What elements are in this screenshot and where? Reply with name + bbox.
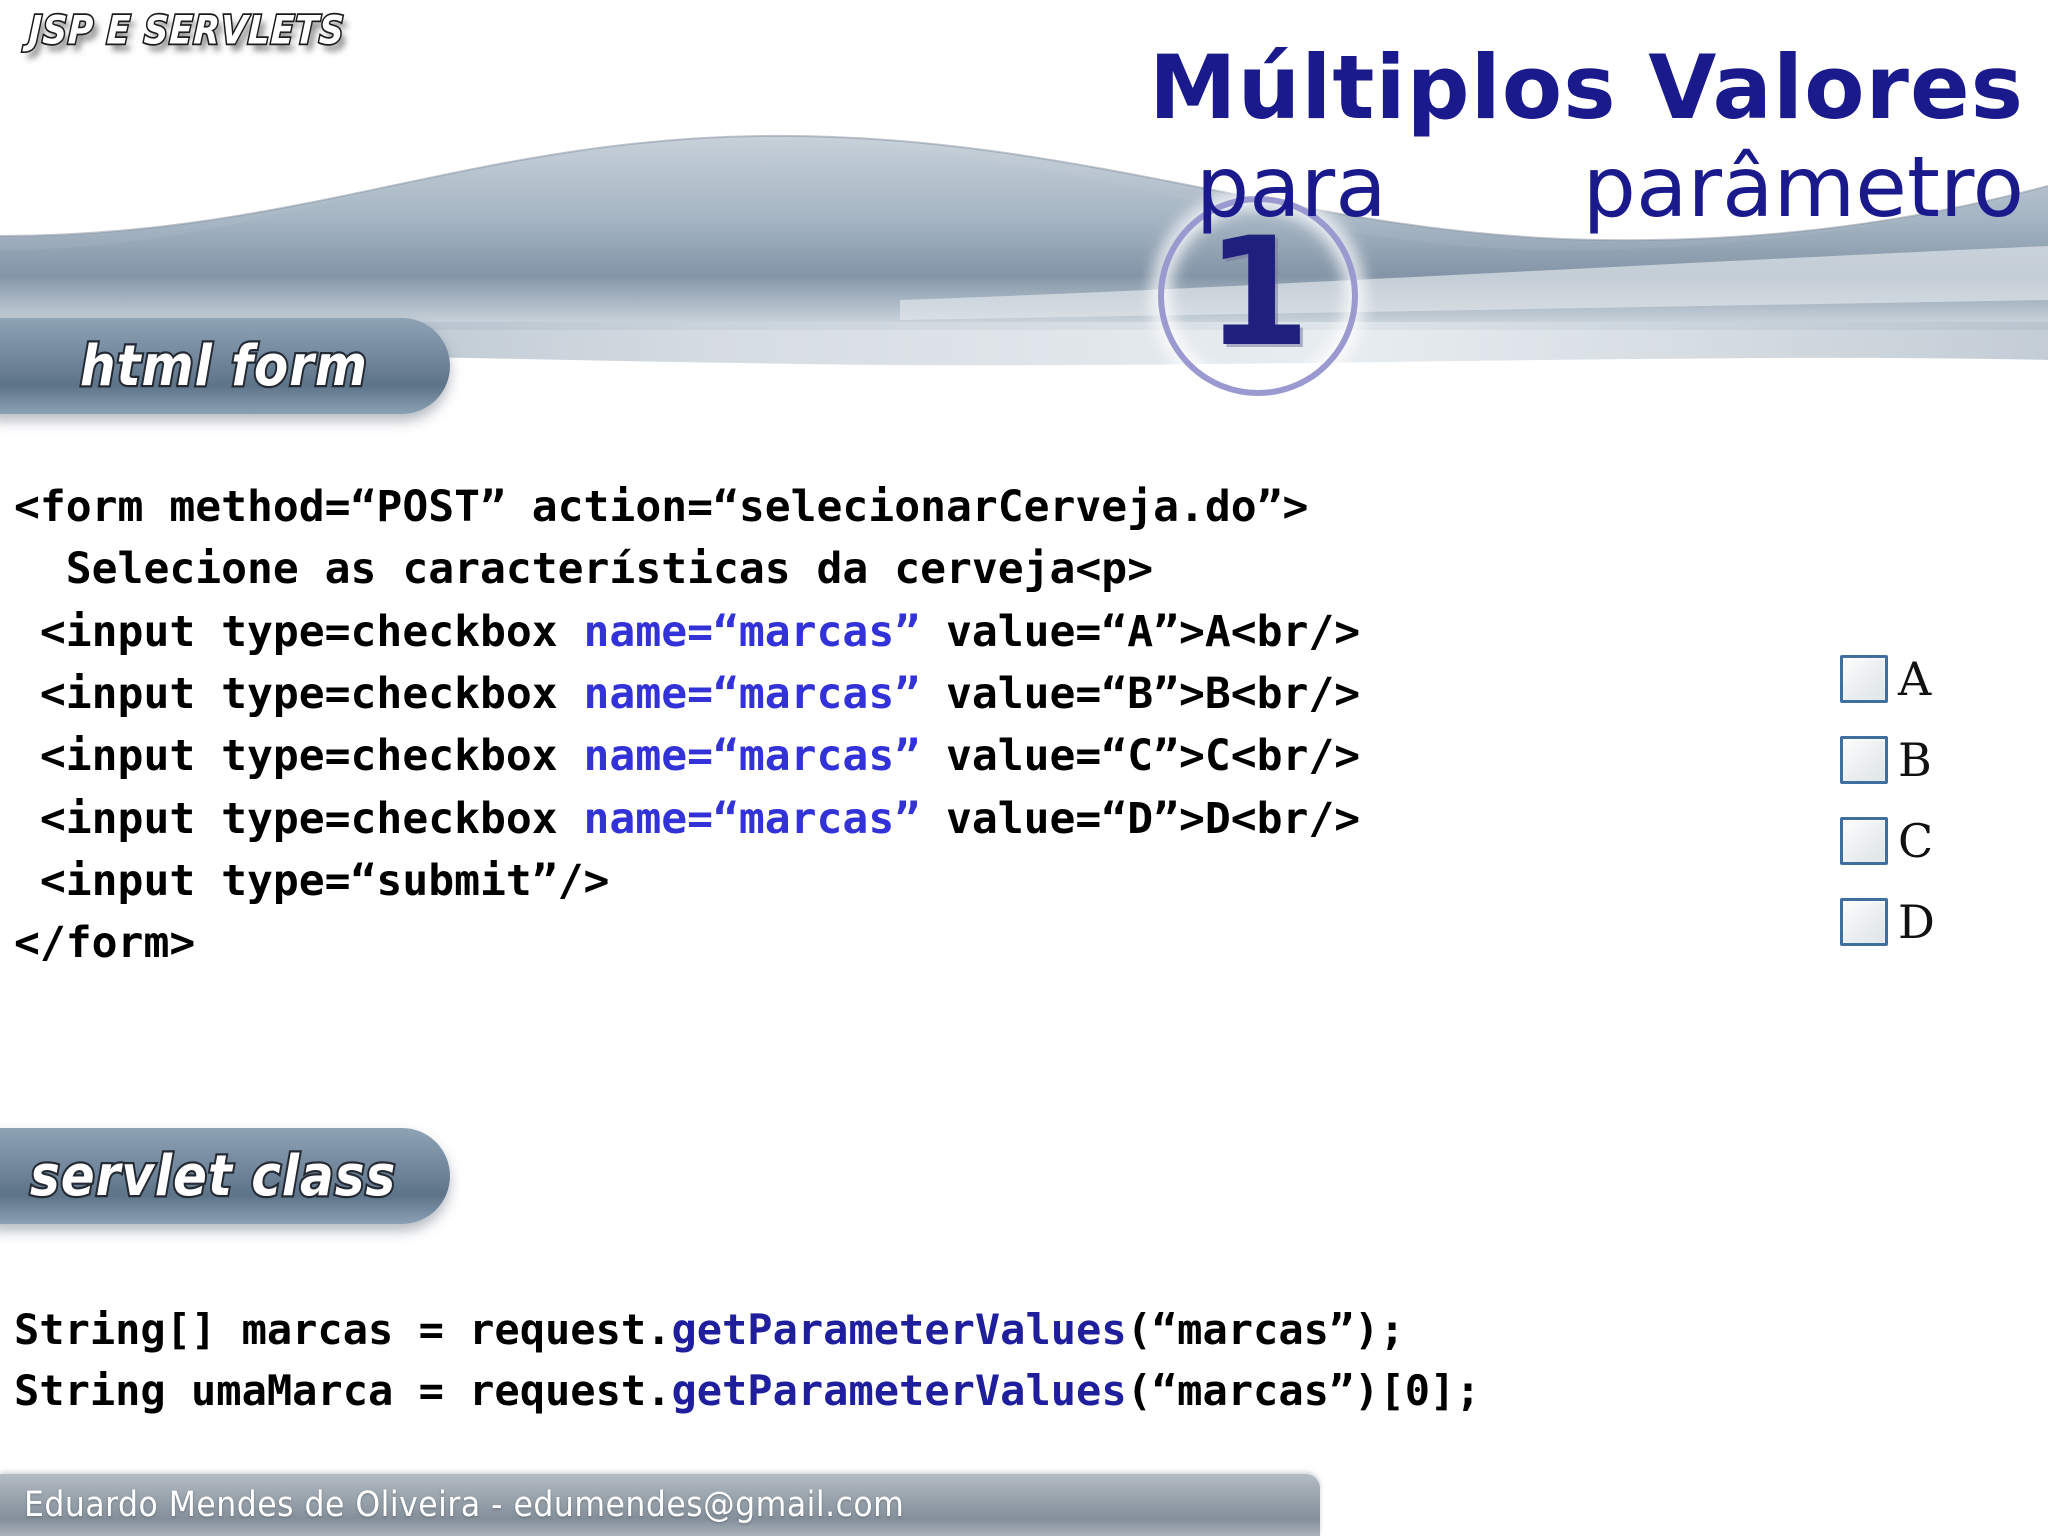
code-line-selecione: Selecione as características da cerveja<… bbox=[14, 544, 1154, 595]
section-header-servlet-class-label: servlet class bbox=[28, 1141, 397, 1210]
checkbox-row[interactable]: B bbox=[1840, 719, 1935, 800]
title-word-para: para bbox=[1195, 137, 1387, 236]
rendered-checkbox-preview: A B C D bbox=[1840, 638, 1935, 962]
code-seg-name-attr: name=“marcas” bbox=[583, 731, 921, 782]
code-seg-pre: String[] marcas = request. bbox=[14, 1305, 672, 1354]
footer-bar: Eduardo Mendes de Oliveira - edumendes@g… bbox=[0, 1474, 1320, 1536]
checkbox-icon[interactable] bbox=[1840, 897, 1888, 946]
code-seg-post: value=“C”>C<br/> bbox=[920, 731, 1361, 782]
code-line-get-parameter-values-array: String[] marcas = request.getParameterVa… bbox=[14, 1305, 1405, 1354]
code-seg-pre: String umaMarca = request. bbox=[14, 1365, 672, 1415]
code-line-checkbox-a: <input type=checkbox name=“marcas” value… bbox=[14, 607, 1360, 657]
title-word-parametro: parâmetro bbox=[1582, 137, 2024, 236]
servlet-code-block: String[] marcas = request.getParameterVa… bbox=[14, 1300, 1481, 1422]
html-form-code-block: <form method=“POST” action=“selecionarCe… bbox=[14, 476, 1360, 975]
code-line-submit: <input type=“submit”/> bbox=[14, 856, 610, 907]
section-header-html-form: html form bbox=[0, 318, 450, 414]
code-line-get-parameter-values-first: String umaMarca = request.getParameterVa… bbox=[14, 1366, 1481, 1415]
brand-logo: JSP E SERVLETS bbox=[26, 6, 347, 55]
code-line-form-open: <form method=“POST” action=“selecionarCe… bbox=[14, 482, 1309, 532]
code-line-checkbox-d: <input type=checkbox name=“marcas” value… bbox=[14, 794, 1360, 844]
checkbox-row[interactable]: D bbox=[1840, 881, 1935, 962]
code-seg-name-attr: name=“marcas” bbox=[583, 606, 921, 657]
checkbox-icon[interactable] bbox=[1840, 735, 1888, 784]
checkbox-label: B bbox=[1898, 732, 1932, 787]
checkbox-label: C bbox=[1898, 813, 1934, 868]
code-seg-pre: <input type=checkbox bbox=[14, 669, 584, 720]
section-header-html-form-label: html form bbox=[78, 331, 369, 400]
checkbox-row[interactable]: C bbox=[1840, 800, 1935, 881]
section-header-servlet-class: servlet class bbox=[0, 1128, 450, 1224]
code-seg-post: (“marcas”); bbox=[1126, 1305, 1405, 1354]
code-line-checkbox-c: <input type=checkbox name=“marcas” value… bbox=[14, 731, 1360, 781]
code-seg-post: (“marcas”)[0]; bbox=[1126, 1365, 1481, 1415]
footer-author-contact: Eduardo Mendes de Oliveira - edumendes@g… bbox=[24, 1485, 905, 1525]
code-seg-method: getParameterValues bbox=[671, 1305, 1127, 1354]
checkbox-icon[interactable] bbox=[1840, 816, 1888, 865]
title-line-primary: Múltiplos Valores bbox=[1149, 36, 2024, 139]
code-seg-name-attr: name=“marcas” bbox=[583, 669, 921, 720]
checkbox-label: A bbox=[1898, 651, 1932, 706]
code-seg-post: value=“A”>A<br/> bbox=[920, 606, 1361, 657]
circled-number-value: 1 bbox=[1205, 206, 1311, 380]
code-seg-post: value=“D”>D<br/> bbox=[920, 793, 1361, 844]
code-line-checkbox-b: <input type=checkbox name=“marcas” value… bbox=[14, 669, 1360, 719]
checkbox-label: D bbox=[1898, 894, 1935, 949]
code-seg-pre: <input type=checkbox bbox=[14, 606, 584, 657]
code-seg-name-attr: name=“marcas” bbox=[583, 793, 921, 844]
code-seg-pre: <input type=checkbox bbox=[14, 793, 584, 844]
code-line-form-close: </form> bbox=[14, 918, 196, 969]
code-seg-pre: <input type=checkbox bbox=[14, 731, 584, 782]
checkbox-icon[interactable] bbox=[1840, 654, 1888, 703]
code-seg-post: value=“B”>B<br/> bbox=[920, 669, 1361, 720]
checkbox-row[interactable]: A bbox=[1840, 638, 1935, 719]
code-seg-method: getParameterValues bbox=[671, 1365, 1127, 1415]
